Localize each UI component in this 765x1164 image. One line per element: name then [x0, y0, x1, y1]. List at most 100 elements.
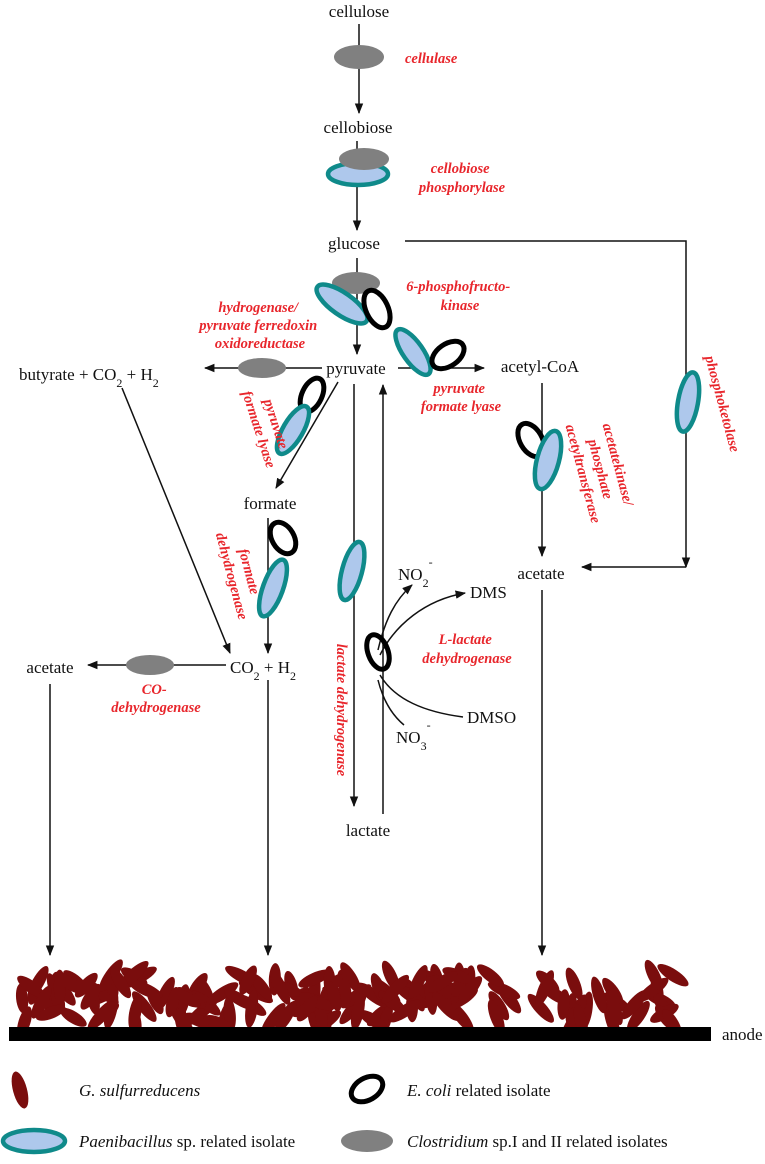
enzyme-phosphoketolase: phosphoketolase	[701, 352, 743, 454]
geobacter-cell	[432, 991, 460, 1021]
geobacter-cell	[340, 962, 361, 993]
metabolite-acetate-left: acetate	[26, 658, 73, 677]
legend-clostridium-icon	[341, 1130, 393, 1152]
paenibacillus-icon	[393, 326, 433, 378]
geobacter-cell	[388, 999, 421, 1023]
enzyme-hydrogenase-pfor: hydrogenase/ pyruvate ferredoxin oxidore…	[197, 300, 321, 352]
metabolite-butyrate-co2-h2: butyrate + CO2 + H2	[19, 365, 159, 390]
geobacter-cell	[31, 985, 52, 1019]
arrow-nitrate-curve	[377, 679, 405, 726]
metabolite-cellulose: cellulose	[329, 2, 389, 21]
metabolite-pyruvate: pyruvate	[326, 359, 385, 378]
legend-geobacter-icon	[11, 1071, 29, 1109]
enzyme-cellobiose-phosphorylase: cellobiose phosphorylase	[417, 161, 506, 196]
metabolite-no2: NO2-	[398, 555, 433, 590]
metabolite-dmso: DMSO	[467, 708, 516, 727]
geobacter-cell	[326, 981, 342, 1012]
svg-text:phosphoketolase: phosphoketolase	[701, 352, 743, 454]
geobacter-cell	[488, 991, 510, 1021]
geobacter-cell	[183, 1012, 216, 1030]
geobacter-cell	[110, 967, 132, 999]
legend-clostridium-label: Clostridium sp.I and II related isolates	[407, 1132, 668, 1151]
enzyme-l-lactate-dehydrogenase: L-lactate dehydrogenase	[422, 632, 512, 667]
geobacter-cell	[35, 1004, 66, 1021]
enzyme-co-dehydrogenase: CO- dehydrogenase	[111, 682, 201, 716]
geobacter-cell	[408, 964, 428, 999]
geobacter-cell	[591, 976, 607, 1014]
geobacter-cell	[128, 995, 142, 1031]
legend-geobacter-label: G. sulfurreducens	[79, 1081, 201, 1100]
legend-ecoli-icon	[348, 1073, 386, 1105]
legend-paenibacillus-icon	[0, 1127, 68, 1155]
geobacter-cell	[602, 977, 624, 1006]
enzyme-acetatekinase-pta: acetatekinase/ phosphate acetyltransfera…	[562, 422, 637, 526]
paenibacillus-icon	[314, 282, 370, 326]
geobacter-cell	[381, 974, 410, 1004]
geobacter-cell	[80, 983, 101, 1010]
metabolite-dms: DMS	[470, 583, 507, 602]
geobacter-cell	[15, 983, 29, 1014]
geobacter-cell	[87, 1001, 116, 1031]
paenibacillus-icon	[674, 370, 702, 434]
geobacter-cell	[224, 988, 256, 1011]
geobacter-cell	[296, 995, 318, 1022]
geobacter-cell	[557, 989, 570, 1020]
geobacter-cell	[269, 969, 291, 1005]
paenibacillus-icon	[532, 428, 564, 492]
geobacter-cell	[172, 988, 201, 1008]
geobacter-cell	[476, 964, 505, 987]
geobacter-cell	[59, 1007, 87, 1027]
enzyme-lactate-dehydrogenase: lactate dehydrogenase	[333, 644, 349, 777]
arrow-dmso-curve	[379, 674, 464, 718]
arrow-pyruvate-formate	[275, 381, 339, 489]
geobacter-cell	[626, 1000, 650, 1032]
svg-text:lactate dehydrogenase: lactate dehydrogenase	[333, 644, 349, 777]
paenibacillus-icon	[256, 557, 290, 619]
geobacter-cell	[458, 976, 483, 1003]
metabolite-no3: NO3-	[396, 718, 431, 753]
metabolite-acetate-right: acetate	[517, 564, 564, 583]
metabolite-formate: formate	[244, 494, 297, 513]
ecoli-icon	[429, 338, 467, 372]
geobacter-cell	[239, 965, 257, 995]
arrow-butyrate-co2h2	[121, 387, 231, 654]
geobacter-cell	[251, 973, 273, 1001]
geobacter-cell	[350, 992, 365, 1030]
metabolite-co2-h2: CO2 + H2	[230, 658, 296, 683]
geobacter-cell	[203, 1014, 232, 1031]
geobacter-cell	[565, 967, 583, 1000]
geobacter-cell	[644, 959, 663, 991]
geobacter-cell	[274, 1000, 297, 1034]
legend-paenibacillus-label: Paenibacillus sp. related isolate	[78, 1132, 295, 1151]
geobacter-cell	[657, 963, 689, 987]
enzyme-cellulase: cellulase	[405, 51, 458, 67]
legend: G. sulfurreducens E. coli related isolat…	[0, 1071, 668, 1155]
metabolite-cellobiose: cellobiose	[324, 118, 393, 137]
clostridium-icon	[126, 655, 174, 675]
metabolite-acetyl-coa: acetyl-CoA	[501, 357, 580, 376]
geobacter-cell	[53, 971, 85, 994]
legend-ecoli-label: E. coli related isolate	[406, 1081, 551, 1100]
geobacter-cell	[487, 981, 521, 1000]
arrow-nitrite-curve	[377, 584, 413, 651]
metabolite-glucose: glucose	[328, 234, 380, 253]
arrow-glucose-phosphoketolase	[405, 240, 691, 569]
paenibacillus-icon	[337, 539, 367, 603]
enzyme-pyruvate-formate-lyase-right: pyruvate formate lyase	[421, 381, 502, 415]
ecoli-icon	[267, 519, 299, 557]
geobacter-cell	[74, 972, 98, 998]
geobacter-cell	[535, 970, 555, 1007]
enzyme-6-phosphofructokinase: 6-phosphofructo- kinase	[406, 279, 514, 314]
geobacter-cell	[527, 993, 554, 1023]
geobacter-cell	[605, 989, 623, 1025]
clostridium-icon	[339, 148, 389, 170]
geobacter-cell	[427, 971, 458, 993]
ecoli-icon	[364, 632, 392, 672]
geobacter-cell	[487, 999, 505, 1035]
anode-label: anode	[722, 1025, 763, 1044]
ecoli-icon	[361, 287, 393, 331]
geobacter-cell	[17, 975, 45, 998]
clostridium-icon	[334, 45, 384, 69]
geobacter-cell	[358, 1009, 388, 1031]
